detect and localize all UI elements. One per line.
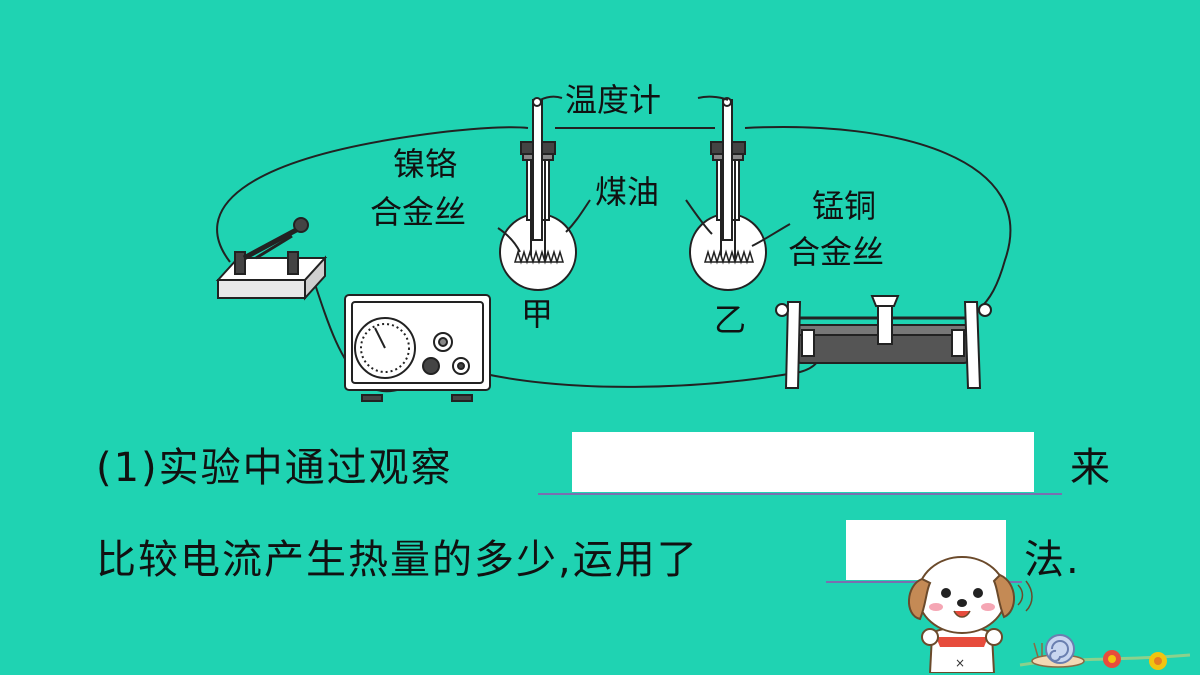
question-line1-suffix: 来 bbox=[1070, 445, 1112, 491]
answer-blank-1[interactable] bbox=[572, 432, 1034, 492]
experiment-diagram bbox=[215, 95, 1012, 402]
wire-switch-to-thermo bbox=[216, 126, 529, 263]
svg-text:×: × bbox=[955, 656, 965, 670]
question-line1-prefix: (1)实验中通过观察 bbox=[96, 445, 453, 491]
flask-b bbox=[689, 97, 767, 291]
answer-underline-1 bbox=[538, 493, 1062, 495]
thermometer-label: 温度计 bbox=[565, 81, 662, 119]
flask-b-label: 乙 bbox=[714, 301, 747, 339]
flask-a bbox=[499, 97, 577, 291]
power-supply bbox=[344, 294, 491, 402]
flask-a-label: 甲 bbox=[521, 295, 554, 333]
snail-icon bbox=[1031, 634, 1085, 668]
nichrome-label-line1: 镍铬 bbox=[393, 145, 458, 183]
question-line2-suffix: 法. bbox=[1024, 537, 1081, 583]
rheostat bbox=[775, 295, 992, 389]
nichrome-label-line2: 合金丝 bbox=[370, 193, 467, 231]
puppy-body: × bbox=[908, 556, 1015, 673]
wire-thermo-to-rheostat bbox=[744, 126, 1012, 311]
wire-supply-to-rheostat bbox=[459, 344, 823, 388]
puppy-mascot-icon: × bbox=[908, 556, 1190, 673]
kerosene-label: 煤油 bbox=[595, 173, 660, 211]
manganin-label-line1: 锰铜 bbox=[812, 187, 877, 225]
question-line2-prefix: 比较电流产生热量的多少,运用了 bbox=[96, 537, 699, 583]
manganin-label-line2: 合金丝 bbox=[788, 233, 885, 271]
knife-switch bbox=[215, 217, 328, 301]
